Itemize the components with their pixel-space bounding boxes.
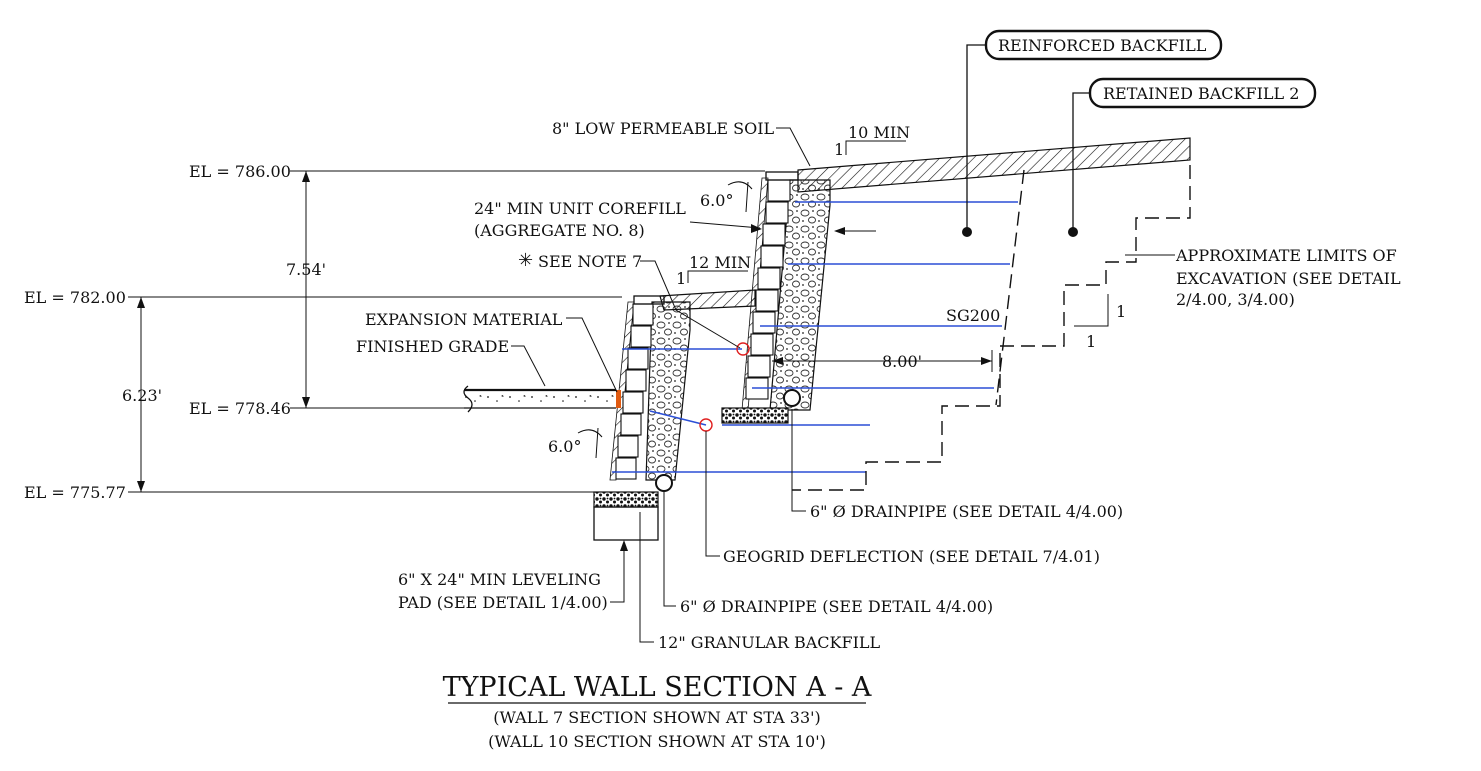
- excavation-slope-rise: 1: [1116, 302, 1126, 321]
- grid-length-dim: 8.00': [882, 352, 922, 371]
- reinforced-backfill-box: [984, 29, 1223, 61]
- expansion-material: [616, 390, 621, 408]
- leveling-pad: [593, 491, 659, 508]
- deflection-marker-upper: [736, 342, 750, 356]
- lower-face-hatch: [609, 301, 635, 481]
- elevation-782: EL = 782.00: [24, 288, 126, 307]
- retained-backfill-box: [1088, 77, 1317, 109]
- upper-blocks: [745, 179, 791, 400]
- lower-slope-rise: 1: [676, 269, 686, 288]
- lower-drainpipe: [655, 474, 673, 492]
- finished-grade-slab: [463, 385, 621, 413]
- drawing-title: TYPICAL WALL SECTION A - A: [443, 672, 872, 703]
- elevation-778: EL = 778.46: [189, 399, 291, 418]
- excavation-label-1: APPROXIMATE LIMITS OF: [1175, 246, 1397, 265]
- sg200-label: SG200: [946, 306, 1000, 325]
- upper-batter-angle: 6.0°: [700, 191, 733, 210]
- drawing-subtitle-1: (WALL 7 SECTION SHOWN AT STA 33'): [493, 708, 821, 727]
- elevation-786: EL = 786.00: [189, 162, 291, 181]
- lower-batter-angle: 6.0°: [548, 437, 581, 456]
- elevation-775: EL = 775.77: [24, 483, 126, 502]
- lower-height-dim: 6.23': [122, 386, 162, 405]
- elevation-lines: [128, 170, 765, 493]
- leveling-pad-label-2: PAD (SEE DETAIL 1/4.00): [398, 593, 608, 612]
- excavation-label-2: EXCAVATION (SEE DETAIL: [1176, 269, 1401, 288]
- upper-height-dim: 7.54': [286, 260, 326, 279]
- upper-slope-run: 10 MIN: [848, 123, 910, 142]
- leader-lines: [511, 44, 1090, 643]
- upper-drainpipe-label: 6" Ø DRAINPIPE (SEE DETAIL 4/4.00): [810, 502, 1123, 521]
- drawing-subtitle-2: (WALL 10 SECTION SHOWN AT STA 10'): [488, 732, 826, 751]
- excavation-limit-line: [792, 165, 1191, 491]
- geogrid-deflection-label: GEOGRID DEFLECTION (SEE DETAIL 7/4.01): [723, 547, 1100, 566]
- upper-drainpipe: [783, 389, 801, 407]
- upper-slope-rise: 1: [834, 140, 844, 159]
- finished-grade-label: FINISHED GRADE: [356, 337, 509, 356]
- lower-corefill: [645, 301, 691, 481]
- lower-wall: [593, 270, 756, 541]
- lower-drainpipe-label: 6" Ø DRAINPIPE (SEE DETAIL 4/4.00): [680, 597, 993, 616]
- retained-backfill-label: RETAINED BACKFILL 2: [1103, 84, 1299, 103]
- lower-blocks: [615, 303, 654, 480]
- leveling-pad-label-1: 6" X 24" MIN LEVELING: [398, 570, 601, 589]
- corefill-label-1: 24" MIN UNIT COREFILL: [474, 199, 686, 218]
- upper-wall: [721, 137, 1191, 424]
- expansion-material-label: EXPANSION MATERIAL: [365, 310, 563, 329]
- corefill-label-2: (AGGREGATE NO. 8): [474, 221, 645, 240]
- upper-leveling-pad: [721, 407, 789, 424]
- reinforced-backfill-label: REINFORCED BACKFILL: [998, 36, 1207, 55]
- excavation-slope-run: 1: [1086, 332, 1096, 351]
- granular-backfill-label: 12" GRANULAR BACKFILL: [658, 633, 881, 652]
- note7-star-icon: ✳: [518, 250, 533, 271]
- excavation-label-3: 2/4.00, 3/4.00): [1176, 290, 1295, 309]
- geogrid-layers: [612, 201, 1018, 473]
- see-note-7-label: SEE NOTE 7: [538, 252, 642, 271]
- lower-slope-run: 12 MIN: [689, 253, 751, 272]
- low-permeable-soil-label: 8" LOW PERMEABLE SOIL: [552, 119, 775, 138]
- top-slope-soil: [797, 137, 1191, 193]
